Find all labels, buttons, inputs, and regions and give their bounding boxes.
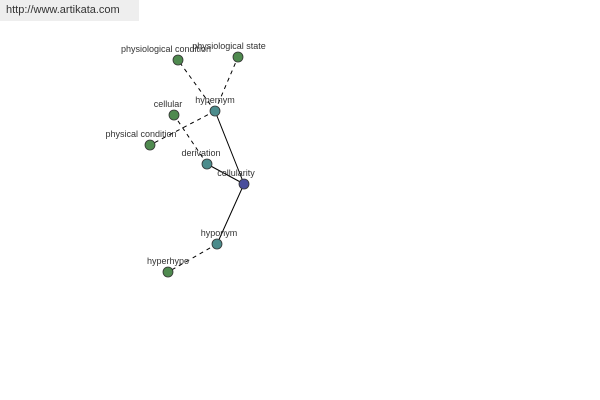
edge-cellularity-derivation	[206, 163, 245, 185]
node-cellularity[interactable]	[238, 178, 250, 190]
node-physical-condition[interactable]	[144, 139, 156, 151]
edge-cellularity-hyponym	[216, 183, 245, 245]
edge-hypernym-physiological-state	[214, 56, 239, 112]
edge-hypernym-physiological-condition	[177, 59, 216, 112]
node-hypernym[interactable]	[209, 105, 221, 117]
node-physiological-condition[interactable]	[172, 54, 184, 66]
node-label-hyperhypo: hyperhypo	[147, 256, 189, 266]
node-derivation[interactable]	[201, 158, 213, 170]
node-hyponym[interactable]	[211, 238, 223, 250]
node-label-physical-condition: physical condition	[105, 129, 176, 139]
nodes-layer	[144, 51, 250, 278]
node-hyperhypo[interactable]	[162, 266, 174, 278]
node-label-derivation: derivation	[181, 148, 220, 158]
edge-hyponym-hyperhypo	[167, 243, 218, 273]
node-label-cellularity: cellularity	[217, 168, 255, 178]
source-url[interactable]: http://www.artikata.com	[0, 0, 139, 21]
node-label-hypernym: hypernym	[195, 95, 235, 105]
edge-derivation-cellular	[173, 114, 208, 165]
node-label-cellular: cellular	[154, 99, 183, 109]
node-cellular[interactable]	[168, 109, 180, 121]
node-physiological-state[interactable]	[232, 51, 244, 63]
node-label-physiological-state: physiological state	[192, 41, 266, 51]
edge-cellularity-hypernym	[214, 110, 245, 185]
edges-layer	[149, 56, 245, 273]
labels-layer: cellularity hypernym derivation hyponym phys…	[105, 41, 265, 266]
node-label-hyponym: hyponym	[201, 228, 238, 238]
node-label-physiological-condition: physiological condition	[121, 44, 211, 54]
